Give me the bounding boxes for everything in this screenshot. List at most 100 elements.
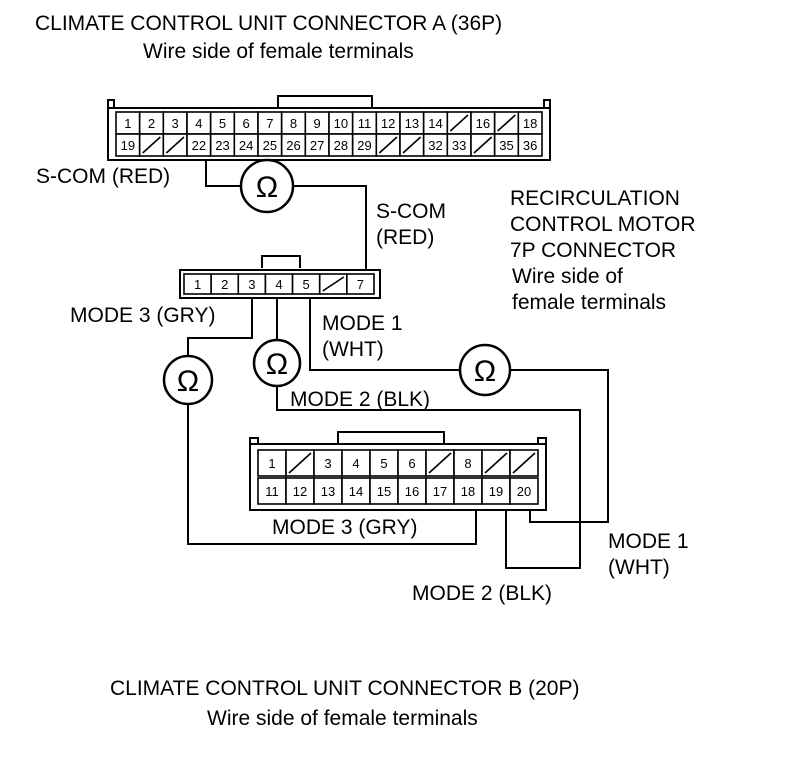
connector-a-title: CLIMATE CONTROL UNIT CONNECTOR A (36P) <box>35 12 502 35</box>
connector-a-pin-number: 7 <box>266 116 273 131</box>
connector-b-cell <box>285 449 315 477</box>
connector-b-pin-number: 19 <box>489 484 503 499</box>
label-mode1-motor-2: (WHT) <box>322 338 384 361</box>
unused-terminal-slash <box>449 114 469 132</box>
connector-a-cell: 9 <box>304 111 330 135</box>
connector-a-cell: 16 <box>470 111 496 135</box>
connector-a-pin-number: 11 <box>358 116 372 131</box>
motor-subtitle-line-1: Wire side of <box>512 265 623 288</box>
motor-connector-pin-number: 2 <box>221 277 228 292</box>
motor-connector-cell: 1 <box>183 273 212 295</box>
connector-a-cell: 5 <box>209 111 236 135</box>
connector-a-pin-number: 23 <box>215 138 229 153</box>
motor-connector-pin-number: 3 <box>248 277 255 292</box>
wire-mode2-b <box>276 386 581 569</box>
connector-a-cell: 33 <box>446 133 472 157</box>
connector-a-pin-number: 14 <box>428 116 442 131</box>
connector-a-cell: 13 <box>399 111 425 135</box>
connector-b-lugs <box>249 437 547 444</box>
connector-b-pin-number: 1 <box>268 456 275 471</box>
motor-connector-cell: 4 <box>264 273 294 295</box>
ohm-icon: Ω <box>266 348 288 381</box>
connector-a-pin-number: 29 <box>357 138 371 153</box>
connector-b-cell-box <box>257 477 287 505</box>
ohm-icon: Ω <box>177 365 199 398</box>
connector-a-cell <box>375 133 401 157</box>
connector-b-pin-number: 17 <box>433 484 447 499</box>
connector-b-cell: 17 <box>425 477 455 505</box>
connector-a-cell: 2 <box>138 111 165 135</box>
ohmmeter-mode3 <box>162 354 214 406</box>
connector-a-pin-number: 18 <box>523 116 537 131</box>
connector-a-housing <box>107 107 551 161</box>
connector-a-latch <box>277 95 373 108</box>
connector-a-cell: 3 <box>162 111 188 135</box>
connector-a-cell: 28 <box>328 133 354 157</box>
motor-connector-pin-number: 5 <box>303 277 310 292</box>
label-scom-a: S-COM (RED) <box>36 165 170 188</box>
connector-b-cell-box <box>425 477 455 505</box>
connector-b-cell-box <box>397 477 427 505</box>
connector-b-cell <box>481 449 511 477</box>
connector-a-pin-number: 26 <box>286 138 300 153</box>
connector-a-cell: 7 <box>257 111 283 135</box>
connector-a-pin-number: 9 <box>314 116 321 131</box>
motor-connector-cell: 5 <box>291 273 321 295</box>
wire-scom-motor <box>294 185 367 270</box>
connector-a-pin-number: 13 <box>405 116 419 131</box>
connector-b-cell: 20 <box>509 477 539 505</box>
connector-a-cell: 32 <box>422 133 449 157</box>
connector-a-pin-number: 24 <box>239 138 253 153</box>
connector-b-cell-box <box>509 477 539 505</box>
ohmmeter-scom <box>239 158 295 214</box>
connector-a-pin-number: 16 <box>476 116 490 131</box>
ohmmeter-mode2 <box>252 338 302 388</box>
label-mode1-b-2: (WHT) <box>608 556 670 579</box>
unused-terminal-slash <box>484 452 508 474</box>
connector-a-cell: 22 <box>186 133 212 157</box>
connector-a-cell <box>399 133 425 157</box>
connector-b-cell-box <box>481 477 511 505</box>
motor-connector-cell: 2 <box>210 273 240 295</box>
connector-b-cell-box <box>257 449 287 477</box>
connector-a-cell: 11 <box>351 111 378 135</box>
connector-a-cell: 29 <box>351 133 378 157</box>
connector-a-cell-box <box>517 133 543 157</box>
motor-title-line-1: RECIRCULATION <box>510 187 680 210</box>
connector-a-pin-number: 22 <box>192 138 206 153</box>
connector-b-pin-number: 18 <box>461 484 475 499</box>
connector-b-cell: 13 <box>313 477 343 505</box>
unused-terminal-slash <box>288 452 312 474</box>
motor-connector-pin-number: 4 <box>275 277 282 292</box>
unused-terminal-slash <box>497 114 516 132</box>
connector-a-pin-number: 33 <box>452 138 466 153</box>
connector-a-cell: 35 <box>493 133 520 157</box>
connector-a-cell: 26 <box>280 133 307 157</box>
connector-a-cell <box>138 133 165 157</box>
label-mode1-motor-1: MODE 1 <box>322 312 403 335</box>
label-scom-motor-1: S-COM <box>376 200 446 223</box>
connector-a-cell: 6 <box>233 111 259 135</box>
label-mode1-b-1: MODE 1 <box>608 530 689 553</box>
connector-b-pin-number: 11 <box>265 484 279 499</box>
connector-b <box>249 431 547 511</box>
connector-b-pin-number: 20 <box>517 484 531 499</box>
label-mode2-motor: MODE 2 (BLK) <box>290 388 430 411</box>
connector-b-pin-number: 13 <box>321 484 335 499</box>
connector-a-cell: 36 <box>517 133 543 157</box>
connector-a-subtitle: Wire side of female terminals <box>143 40 414 63</box>
connector-a-cell <box>162 133 188 157</box>
connector-a-pin-number: 8 <box>290 116 297 131</box>
connector-b-cell: 4 <box>341 449 371 477</box>
unused-terminal-slash <box>165 136 185 154</box>
connector-a-pin-number: 28 <box>334 138 348 153</box>
unused-terminal-slash <box>142 136 161 154</box>
connector-a-pin-number: 3 <box>172 116 179 131</box>
connector-b-cell: 6 <box>397 449 427 477</box>
motor-connector-housing <box>179 269 381 299</box>
wires <box>187 160 609 569</box>
connector-b-cell: 14 <box>341 477 371 505</box>
label-mode3-motor: MODE 3 (GRY) <box>70 304 215 327</box>
unused-terminal-slash <box>322 276 345 292</box>
connector-a-cell: 10 <box>328 111 354 135</box>
